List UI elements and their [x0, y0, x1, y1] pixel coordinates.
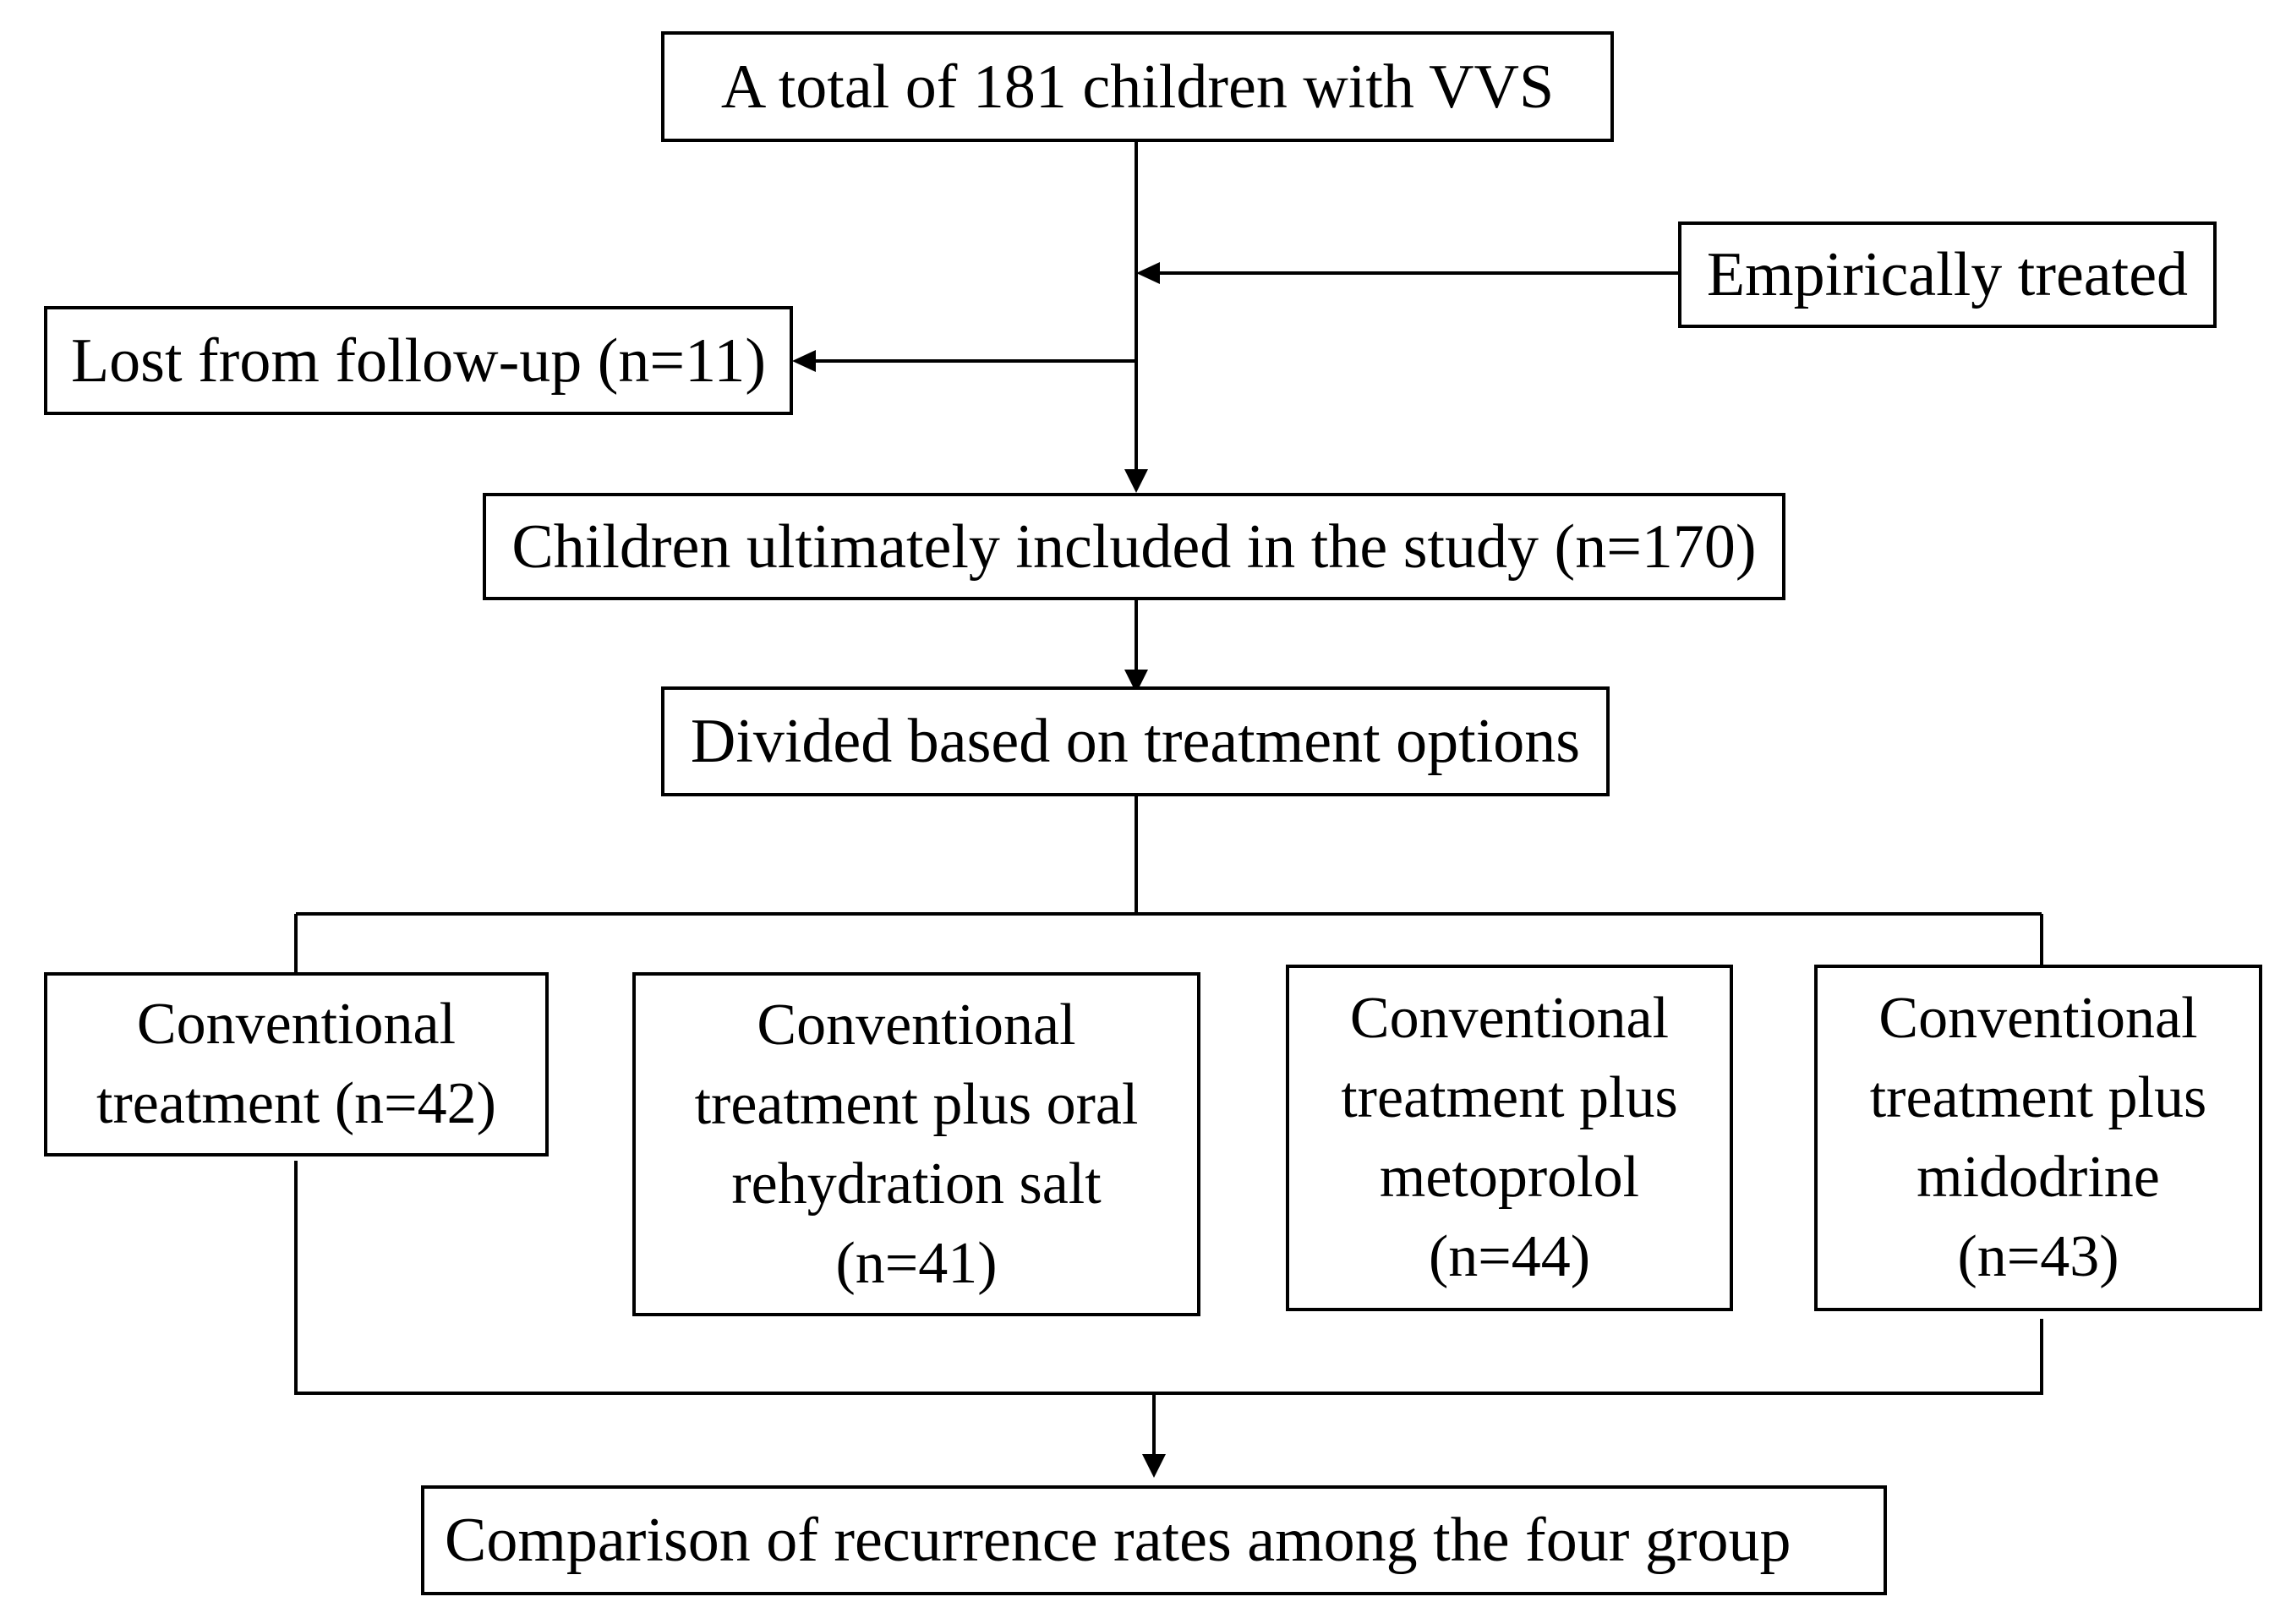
box-group-conventional: Conventional treatment (n=42) [44, 972, 549, 1156]
box-group-oral-rehydration: Conventional treatment plus oral rehydra… [632, 972, 1200, 1316]
group1-line2: treatment (n=42) [96, 1071, 496, 1136]
box-total-children: A total of 181 children with VVS [661, 31, 1614, 142]
group3-line4: (n=44) [1428, 1224, 1591, 1289]
box-divided-treatment-text: Divided based on treatment options [690, 707, 1581, 776]
arrowhead-comparison [1142, 1454, 1166, 1478]
group2-line4: (n=41) [835, 1230, 998, 1296]
box-group-metoprolol: Conventional treatment plus metoprolol (… [1286, 965, 1733, 1311]
box-total-children-text: A total of 181 children with VVS [720, 52, 1555, 122]
box-group-midodrine: Conventional treatment plus midodrine (n… [1814, 965, 2262, 1311]
box-lost-follow-up: Lost from follow-up (n=11) [44, 306, 793, 415]
arrowhead-included [1124, 469, 1148, 493]
group1-line1: Conventional [136, 992, 457, 1057]
box-empirically-treated: Empirically treated [1678, 221, 2217, 328]
group4-line4: (n=43) [1957, 1224, 2119, 1289]
arrowhead-lost [792, 350, 816, 372]
group3-line1: Conventional [1349, 986, 1670, 1051]
group4-line1: Conventional [1878, 986, 2198, 1051]
box-comparison-text: Comparison of recurrence rates among the… [445, 1506, 1791, 1575]
group4-line2: treatment plus [1869, 1065, 2207, 1130]
group2-line1: Conventional [757, 992, 1076, 1058]
box-included-children-text: Children ultimately included in the stud… [511, 511, 1757, 582]
arrowhead-empirical [1136, 262, 1160, 284]
box-included-children: Children ultimately included in the stud… [483, 493, 1785, 600]
box-divided-treatment: Divided based on treatment options [661, 686, 1610, 796]
box-lost-follow-up-text: Lost from follow-up (n=11) [70, 325, 767, 396]
box-comparison: Comparison of recurrence rates among the… [421, 1485, 1887, 1595]
box-empirically-treated-text: Empirically treated [1706, 240, 2189, 309]
group3-line3: metoprolol [1379, 1145, 1640, 1210]
group4-line3: midodrine [1916, 1145, 2160, 1210]
group3-line2: treatment plus [1341, 1065, 1678, 1130]
arrowhead-divided [1124, 670, 1148, 693]
group2-line2: treatment plus oral [694, 1071, 1139, 1137]
group2-line3: rehydration salt [731, 1151, 1102, 1217]
